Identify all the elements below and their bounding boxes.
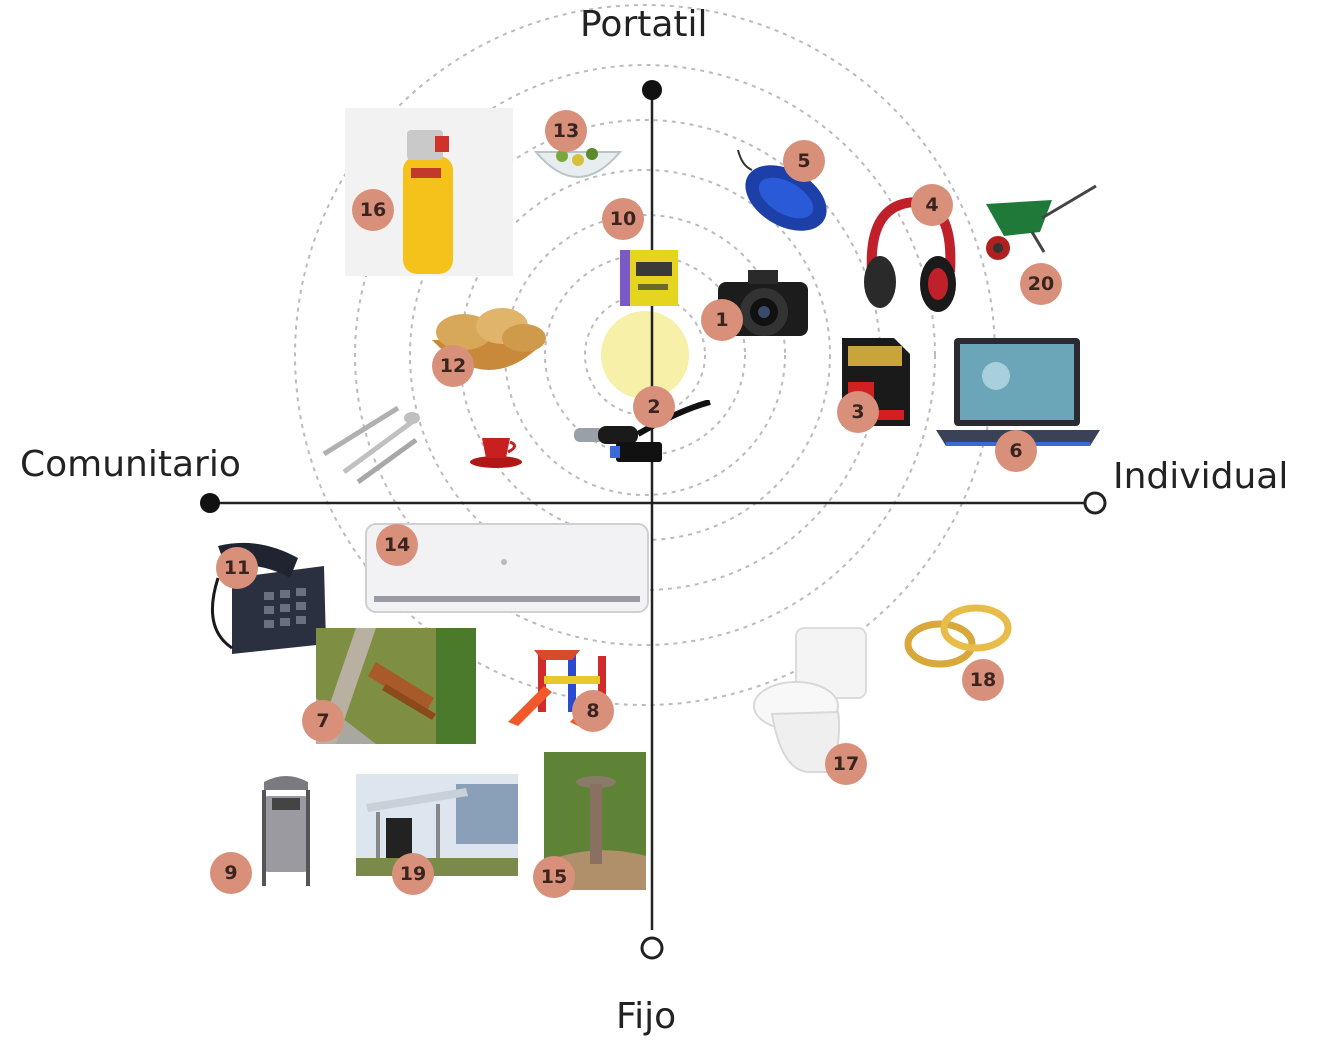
center-circle — [601, 311, 689, 399]
axis-label-bottom: Fijo — [616, 996, 677, 1037]
trash-bin-icon — [256, 772, 316, 888]
lighter-icon — [345, 108, 513, 276]
badge-item-13: 13 — [545, 110, 587, 152]
desk-telephone-icon — [198, 538, 330, 660]
badge-item-10: 10 — [602, 198, 644, 240]
camera-icon — [714, 262, 812, 350]
dictionary-book-icon — [616, 240, 686, 310]
badge-item-14: 14 — [376, 524, 418, 566]
wheelbarrow-icon — [982, 182, 1098, 268]
badge-item-6: 6 — [995, 430, 1037, 472]
bus-stop-icon — [356, 774, 518, 876]
bread-basket-icon — [424, 300, 554, 386]
laptop-icon — [936, 336, 1100, 448]
badge-item-20: 20 — [1020, 263, 1062, 305]
badge-item-9: 9 — [210, 852, 252, 894]
wedding-rings-icon — [902, 600, 1016, 672]
axis-end-portatil — [642, 80, 662, 100]
ring-3 — [504, 214, 786, 496]
badge-item-3: 3 — [837, 391, 879, 433]
badge-item-17: 17 — [825, 743, 867, 785]
usb-cable-icon — [570, 399, 714, 466]
axis-label-top: Portatil — [580, 4, 708, 45]
axis-label-right: Individual — [1113, 456, 1289, 497]
coffee-cup-icon — [468, 430, 526, 470]
badge-item-1: 1 — [701, 299, 743, 341]
toilet-icon — [752, 624, 870, 776]
salad-bowl-icon — [532, 142, 624, 188]
badge-item-15: 15 — [533, 856, 575, 898]
axis-label-left: Comunitario — [20, 444, 241, 485]
axis-end-individual — [1083, 491, 1107, 515]
cutlery-icon — [316, 394, 422, 486]
badge-item-2: 2 — [633, 386, 675, 428]
badge-item-18: 18 — [962, 659, 1004, 701]
badge-item-11: 11 — [216, 547, 258, 589]
ring-6 — [354, 64, 936, 646]
badge-item-7: 7 — [302, 700, 344, 742]
badge-item-5: 5 — [783, 140, 825, 182]
badge-item-12: 12 — [432, 345, 474, 387]
badge-item-19: 19 — [392, 853, 434, 895]
badge-item-16: 16 — [352, 189, 394, 231]
axis-end-fijo — [640, 936, 664, 960]
axis-end-comunitario — [200, 493, 220, 513]
badge-item-4: 4 — [911, 184, 953, 226]
badge-item-8: 8 — [572, 690, 614, 732]
air-conditioner-icon — [364, 522, 650, 614]
